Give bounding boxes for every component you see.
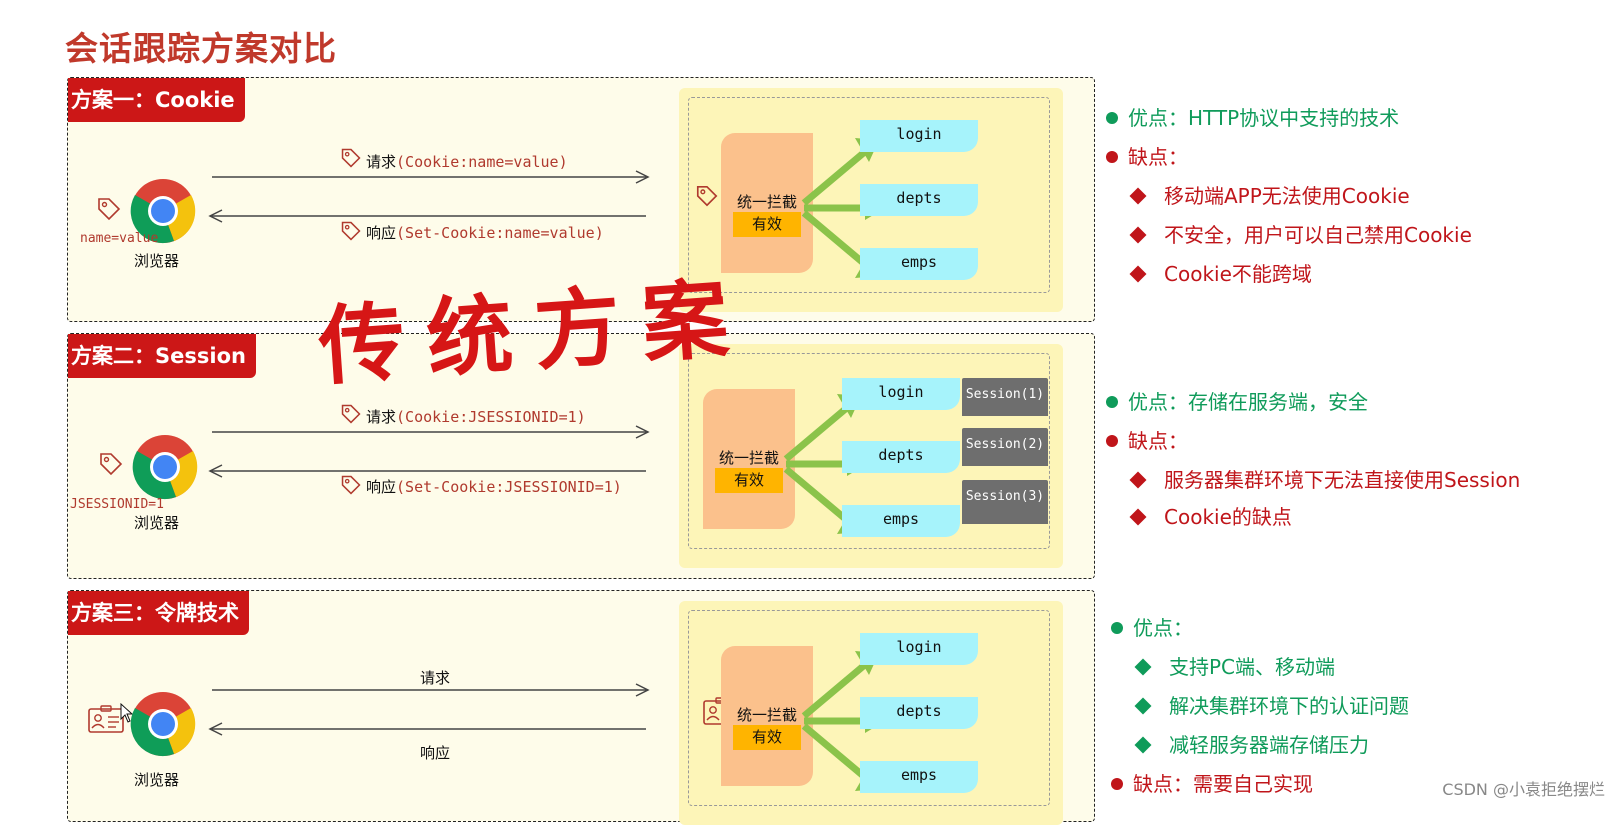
bullet-dot [1111, 777, 1123, 790]
server-area: 统一拦截 有效 login depts emps Session(1) Sess… [679, 344, 1063, 568]
chrome-icon [130, 179, 196, 244]
bullet-dot [1111, 621, 1123, 634]
server-area: 统一拦截 有效 login depts emps [679, 88, 1063, 312]
client-cookie-value: JSESSIONID=1 [70, 497, 164, 512]
browser-label: 浏览器 [134, 514, 180, 532]
client-cookie-value: name=value [80, 231, 159, 246]
bullet-diamond [1134, 736, 1152, 753]
tag-icon [341, 221, 361, 241]
bullet-diamond [1129, 265, 1147, 282]
bullet-diamond [1134, 697, 1152, 714]
session-store: Session(1) [962, 378, 1048, 416]
section-label: 方案二：Session [68, 334, 256, 378]
endpoint-emps: emps [842, 505, 960, 537]
bullet-dot [1106, 150, 1118, 163]
pro-item: 解决集群环境下的认证问题 [1133, 690, 1409, 719]
section-session: 方案二：Session JSESSIONID=1 浏览器 请求(Cookie:J… [67, 333, 1095, 579]
request-response-arrows [208, 425, 650, 478]
endpoint-depts: depts [860, 697, 978, 729]
server-area: 统一拦截 有效 login depts emps [679, 601, 1063, 825]
chrome-icon [132, 435, 198, 500]
response-label: 响应(Set-Cookie:name=value) [366, 224, 604, 242]
valid-badge: 有效 [733, 725, 801, 750]
interceptor-label: 统一拦截 [736, 193, 797, 211]
tag-icon [696, 185, 718, 207]
con-line: 缺点： [1106, 141, 1188, 170]
valid-badge: 有效 [715, 468, 783, 493]
endpoint-emps: emps [860, 761, 978, 793]
request-response-arrows [208, 170, 650, 223]
con-line: 缺点： [1106, 425, 1188, 454]
response-label: 响应 [420, 744, 451, 762]
bullet-diamond [1134, 658, 1152, 675]
con-item: 服务器集群环境下无法直接使用Session [1128, 464, 1520, 493]
browser-label: 浏览器 [134, 252, 180, 270]
pro-line: 优点：存储在服务端，安全 [1106, 386, 1368, 415]
cursor-icon [120, 703, 134, 723]
request-label: 请求(Cookie:JSESSIONID=1) [366, 408, 586, 426]
endpoint-login: login [860, 633, 978, 665]
interceptor-label: 统一拦截 [718, 449, 779, 467]
section-cookie: 方案一：Cookie name=value 浏览器 请求(Cookie:name… [67, 77, 1095, 322]
endpoint-login: login [860, 120, 978, 152]
bullet-diamond [1129, 187, 1147, 204]
tag-icon [100, 453, 123, 476]
pro-item: 支持PC端、移动端 [1133, 651, 1335, 680]
session-store: Session(2) [962, 428, 1048, 466]
session-store: Session(3) [962, 480, 1048, 524]
endpoint-emps: emps [860, 248, 978, 280]
browser-label: 浏览器 [134, 771, 180, 789]
tag-icon [341, 404, 361, 424]
pro-line: 优点： [1111, 612, 1193, 641]
bullet-dot [1106, 395, 1118, 408]
con-item: Cookie的缺点 [1128, 501, 1292, 530]
endpoint-login: login [842, 378, 960, 410]
section-label: 方案一：Cookie [68, 78, 245, 122]
bullet-diamond [1129, 226, 1147, 243]
endpoint-depts: depts [860, 184, 978, 216]
page-title: 会话跟踪方案对比 [65, 29, 337, 68]
section-token: 方案三：令牌技术 浏览器 请求 响应 [67, 590, 1095, 825]
chrome-icon [130, 692, 196, 757]
endpoint-depts: depts [842, 441, 960, 473]
pro-line: 优点：HTTP协议中支持的技术 [1106, 102, 1399, 131]
section-label: 方案三：令牌技术 [68, 591, 249, 635]
interceptor-box: 统一拦截 有效 [721, 646, 813, 786]
request-label: 请求 [420, 669, 451, 687]
request-response-arrows [208, 683, 650, 736]
tag-icon [341, 148, 361, 168]
bullet-diamond [1129, 508, 1147, 525]
pro-item: 减轻服务器端存储压力 [1133, 729, 1369, 758]
bullet-dot [1106, 434, 1118, 447]
request-label: 请求(Cookie:name=value) [366, 153, 568, 171]
bullet-dot [1106, 111, 1118, 124]
valid-badge: 有效 [733, 212, 801, 237]
interceptor-label: 统一拦截 [736, 706, 797, 724]
con-item: 不安全，用户可以自己禁用Cookie [1128, 219, 1472, 248]
bullet-diamond [1129, 471, 1147, 488]
tag-icon [98, 198, 121, 221]
con-item: Cookie不能跨域 [1128, 258, 1312, 287]
response-label: 响应(Set-Cookie:JSESSIONID=1) [366, 478, 622, 496]
id-card-icon [88, 705, 124, 733]
credit-watermark: CSDN @小袁拒绝摆烂 [1442, 780, 1605, 799]
interceptor-box: 统一拦截 有效 [721, 133, 813, 273]
interceptor-box: 统一拦截 有效 [703, 389, 795, 529]
con-line: 缺点：需要自己实现 [1111, 768, 1313, 797]
tag-icon [341, 475, 361, 495]
con-item: 移动端APP无法使用Cookie [1128, 180, 1410, 209]
